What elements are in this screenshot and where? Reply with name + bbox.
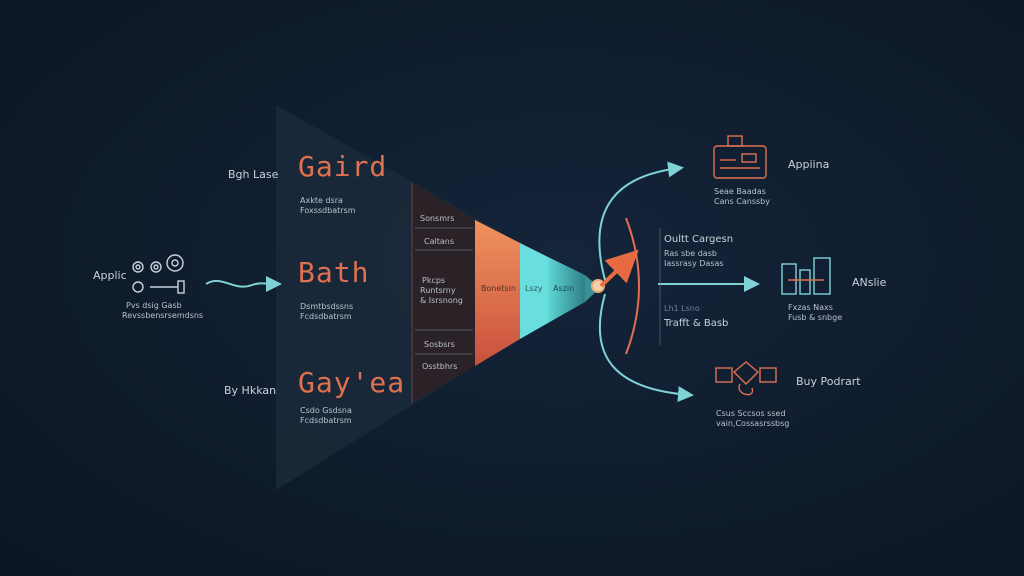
segment-teal-dark: [548, 257, 585, 323]
band-label-3c: & Isrsnong: [420, 296, 463, 305]
stage-3-sub2: Fcdsdbatrsm: [300, 416, 352, 425]
card-icon: [713, 135, 767, 179]
source-label: Applic: [93, 269, 127, 282]
output-1-sub1: Seae Baadas: [714, 187, 766, 196]
band-label-3a: Pkcps: [422, 276, 446, 285]
output-3-sub2: vain,Cossasrssbsg: [716, 419, 790, 428]
stage-1-sub2: Foxssdbatrsm: [300, 206, 356, 215]
segment-label-1: Bonetsin: [481, 284, 516, 293]
stage-3-sub1: Csdo Gsdsna: [300, 406, 352, 415]
funnel-band: [412, 182, 475, 403]
gear-icon: [132, 254, 185, 294]
center-bottom: Trafft & Basb: [664, 318, 729, 329]
segment-label-3: Aszin: [553, 284, 575, 293]
input-arrow: [205, 275, 282, 292]
output-1-sub2: Cans Canssby: [714, 197, 770, 206]
output-title-3: Buy Podrart: [796, 375, 861, 388]
output-title-2: ANslie: [852, 276, 887, 289]
chart-icon: [781, 257, 831, 295]
center-sub2: Iassrasy Dasas: [664, 259, 724, 268]
orange-arrow: [599, 249, 639, 288]
output-title-1: Appiina: [788, 158, 830, 171]
band-label-3b: Runtsrny: [420, 286, 456, 295]
band-label-2: Caltans: [424, 237, 454, 246]
output-3-sub1: Csus Sccsos ssed: [716, 409, 786, 418]
stage-2-sub2: Fcdsdbatrsm: [300, 312, 352, 321]
segment-orange: [475, 220, 520, 366]
source-sub2: Revssbensrsemdsns: [122, 311, 204, 320]
center-sub1: Ras sbe dasb: [664, 249, 717, 258]
segment-label-2: Lszy: [525, 284, 543, 293]
stage-title-2: Bath: [298, 256, 370, 289]
center-title: Oultt Cargesn: [664, 234, 734, 245]
box-icon: [715, 361, 777, 396]
stage-title-3: Gay'ea: [298, 366, 406, 399]
output-2-sub1: Fxzas Naxs: [788, 303, 833, 312]
source-sub1: Pvs dsig Gasb: [126, 301, 182, 310]
band-label-5: Osstbhrs: [422, 362, 458, 371]
output-2-sub2: Fusb & snbge: [788, 313, 843, 322]
flow-line-bottom: [599, 293, 694, 403]
center-mid: Lh1 Lsno: [664, 304, 700, 313]
band-label-4: Sosbsrs: [424, 340, 455, 349]
left-label-bottom: By Hkkan: [224, 384, 277, 397]
left-label-top: Bgh Lase: [228, 168, 279, 181]
stage-title-1: Gaird: [298, 150, 388, 183]
stage-2-sub1: Dsmtbsdssns: [300, 302, 354, 311]
segment-teal: [520, 243, 548, 339]
flow-line-top: [598, 161, 684, 281]
inner-arc: [625, 217, 640, 355]
stage-1-sub1: Axkte dsra: [300, 196, 343, 205]
band-label-1: Sonsmrs: [420, 214, 455, 223]
